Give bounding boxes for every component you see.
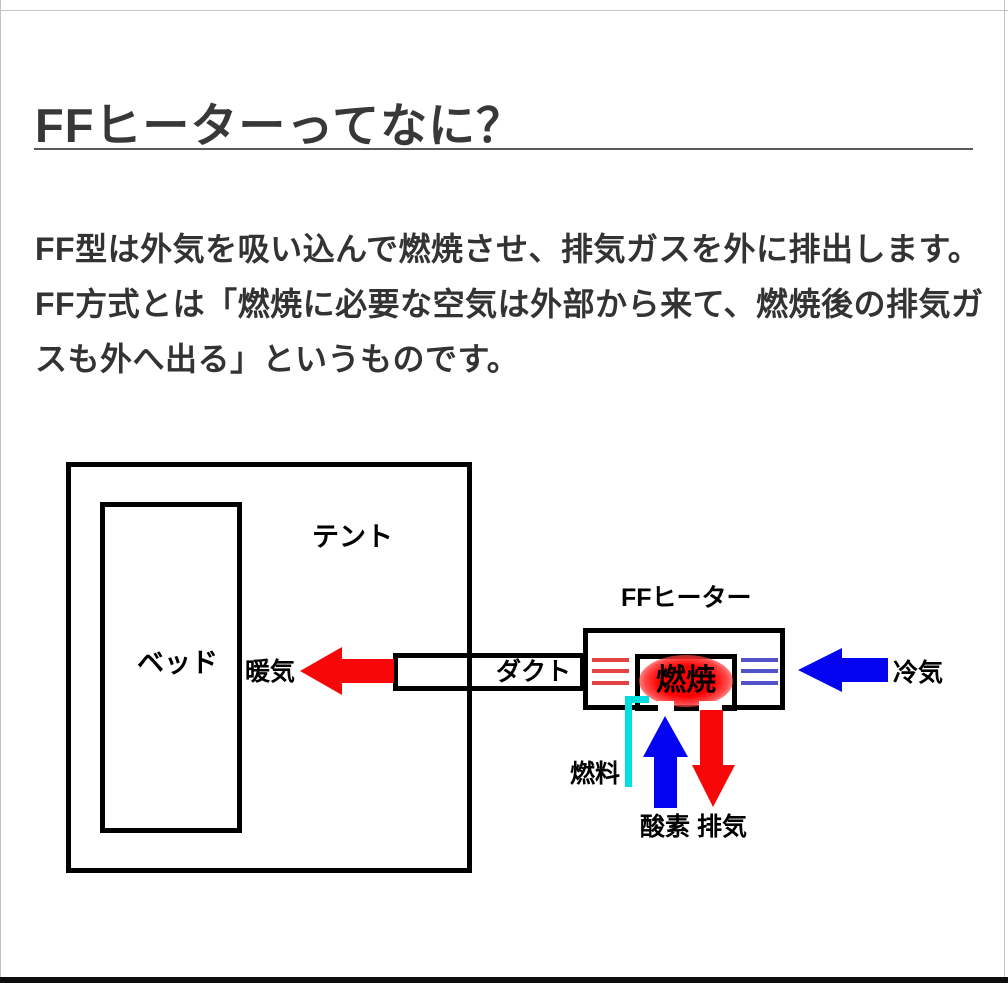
fuel-line-vertical (625, 696, 632, 787)
page-border-left (0, 0, 1, 983)
intro-paragraph: FF型は外気を吸い込んで燃焼させ、排気ガスを外に排出します。 FF方式とは「燃焼… (35, 222, 995, 387)
fin-red-3 (592, 681, 629, 685)
fin-blue-2 (741, 669, 778, 673)
oxygen-label: 酸素 (640, 813, 691, 841)
title-divider (34, 148, 973, 150)
fuel-line-horizontal (625, 696, 649, 703)
cold-air-arrow (798, 648, 888, 692)
cold-air-label: 冷気 (893, 659, 944, 687)
oxygen-arrow (643, 716, 688, 808)
fin-blue-3 (741, 681, 778, 685)
warm-air-arrow (300, 647, 394, 695)
duct-rect (393, 653, 585, 691)
cold-air-arrow-shape (798, 648, 888, 692)
page-title: FFヒーターってなに？ (35, 99, 525, 153)
page-bottom-bar (0, 977, 1008, 983)
heater-label: FFヒーター (621, 584, 752, 612)
oxygen-arrow-shape (643, 716, 688, 808)
intro-line-2: FF方式とは「燃焼に必要な空気は外部から来て、燃焼後の排気ガ (35, 286, 984, 322)
exhaust-arrow (692, 710, 735, 807)
exhaust-label: 排気 (697, 813, 748, 841)
combustion-label: 燃焼 (656, 664, 716, 697)
warm-air-label: 暖気 (245, 658, 296, 686)
oxygen-opening (658, 701, 674, 713)
page-border-right (1004, 0, 1005, 983)
page-border-top (0, 10, 1008, 11)
warm-air-arrow-shape (300, 647, 394, 695)
intro-line-1: FF型は外気を吸い込んで燃焼させ、排気ガスを外に排出します。 (35, 231, 981, 267)
tent-rect (66, 462, 472, 873)
duct-label: ダクト (496, 658, 572, 686)
fuel-label: 燃料 (570, 760, 621, 788)
intro-line-3: スも外へ出る」というものです。 (35, 341, 520, 377)
fin-red-1 (592, 658, 629, 662)
bed-label: ベッド (137, 648, 218, 678)
bed-rect (100, 502, 242, 833)
combustion-glow (639, 655, 733, 707)
tent-label: テント (312, 522, 393, 552)
fin-red-2 (592, 669, 629, 673)
exhaust-arrow-shape (692, 710, 735, 807)
fin-blue-1 (741, 658, 778, 662)
